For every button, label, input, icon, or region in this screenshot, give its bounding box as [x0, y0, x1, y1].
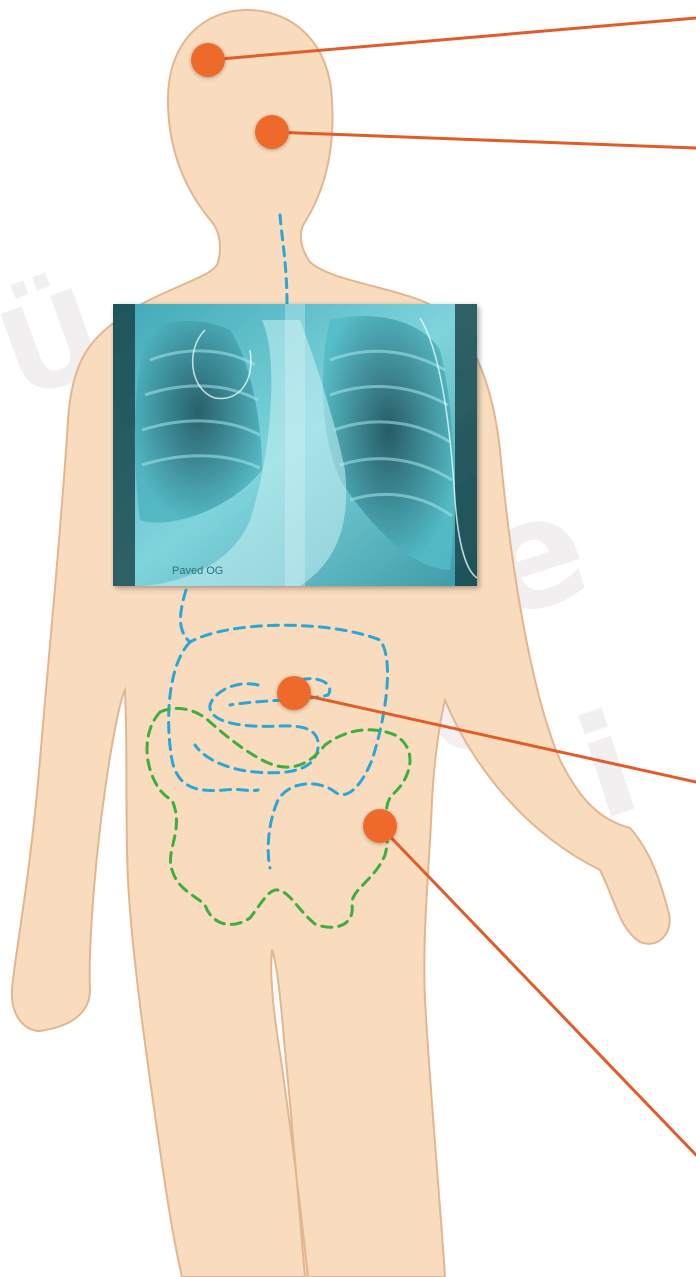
face-leader-line	[272, 132, 696, 148]
face-marker[interactable]	[255, 115, 289, 149]
abdomen-marker[interactable]	[277, 676, 311, 710]
body-silhouette	[12, 10, 670, 1277]
forehead-marker[interactable]	[191, 43, 225, 77]
chest-xray: Paved OG	[113, 304, 477, 586]
hip-marker[interactable]	[363, 809, 397, 843]
xray-caption: Paved OG	[172, 565, 223, 577]
